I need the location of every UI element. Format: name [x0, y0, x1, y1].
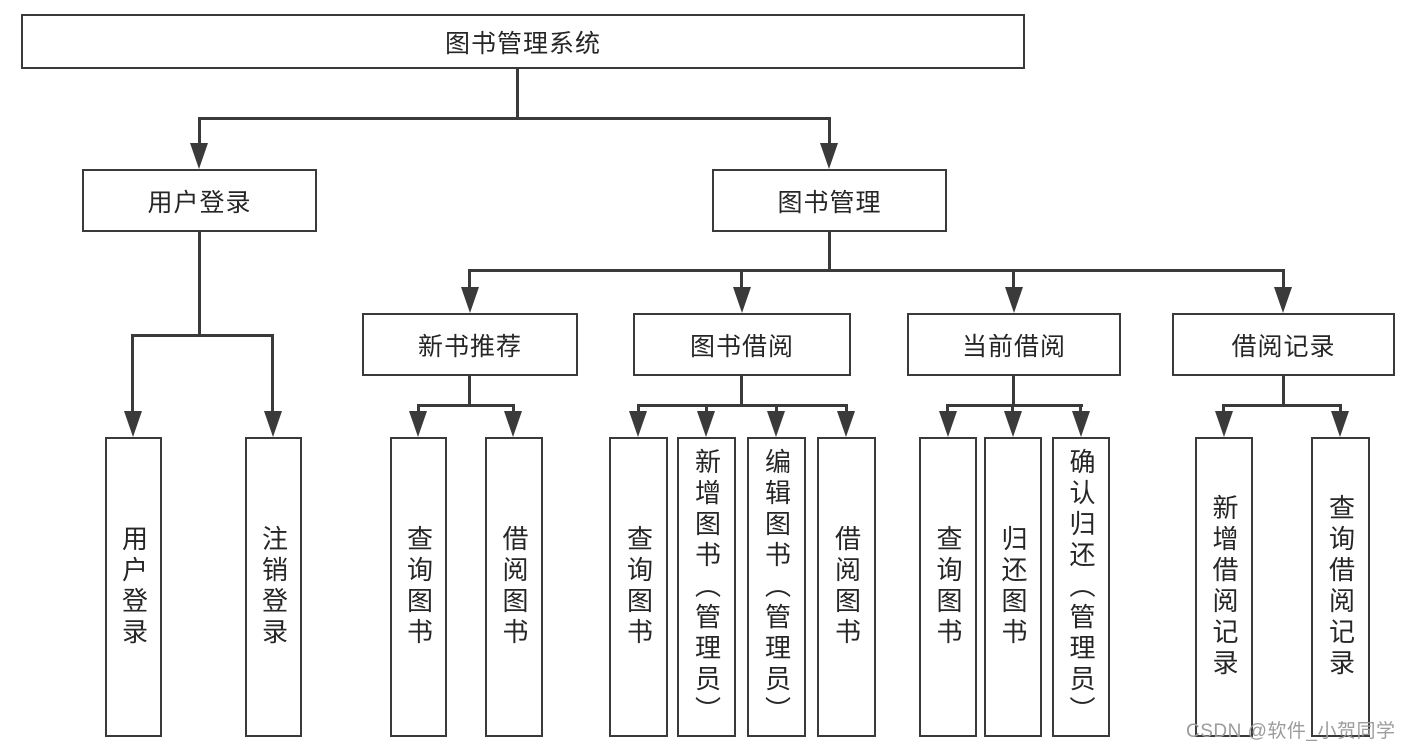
leaf-label: 用户登录: [118, 525, 149, 649]
connector-line: [131, 334, 134, 414]
connector-line: [1222, 404, 1225, 416]
leaf-label: 借阅图书: [831, 525, 862, 649]
leaf-label: 查询图书: [933, 525, 963, 649]
connector-line: [198, 117, 201, 149]
connector-line: [417, 404, 515, 407]
connector-line: [417, 404, 420, 416]
node-add-book-admin: 新增图书（管理员）: [677, 437, 736, 737]
arrow-down-icon: [767, 411, 785, 437]
arrow-down-icon: [190, 143, 208, 169]
node-user-login-leaf: 用户登录: [105, 437, 162, 737]
node-borrow-records: 借阅记录: [1172, 313, 1395, 376]
connector-line: [1339, 404, 1342, 416]
node-book-management: 图书管理: [712, 169, 947, 232]
connector-line: [946, 404, 949, 416]
node-borrow-books-leaf: 借阅图书: [817, 437, 876, 737]
leaf-label: 查询图书: [403, 525, 434, 649]
node-borrow-books-recommend: 借阅图书: [485, 437, 543, 737]
leaf-label: 确认归还（管理员）: [1066, 447, 1096, 727]
arrow-down-icon: [504, 411, 522, 437]
leaf-label: 注销登录: [258, 525, 289, 649]
connector-line: [198, 117, 831, 120]
connector-line: [637, 404, 848, 407]
node-return-book: 归还图书: [984, 437, 1042, 737]
leaf-label: 借阅图书: [499, 525, 529, 649]
node-query-books-recommend: 查询图书: [390, 437, 447, 737]
connector-line: [740, 269, 743, 291]
connector-line: [1079, 404, 1082, 416]
node-user-login: 用户登录: [82, 169, 317, 232]
connector-line: [131, 334, 274, 337]
connector-line: [198, 232, 201, 336]
connector-line: [271, 334, 274, 414]
arrow-down-icon: [1072, 411, 1090, 437]
watermark: CSDN @软件_小贺同学: [1186, 721, 1396, 742]
arrow-down-icon: [837, 411, 855, 437]
arrow-down-icon: [697, 411, 715, 437]
node-root: 图书管理系统: [21, 14, 1025, 69]
node-confirm-return-admin: 确认归还（管理员）: [1052, 437, 1110, 737]
connector-line: [512, 404, 515, 416]
node-current-borrow: 当前借阅: [907, 313, 1121, 376]
node-add-borrow-record: 新增借阅记录: [1195, 437, 1253, 737]
connector-line: [705, 404, 708, 416]
leaf-label: 编辑图书（管理员）: [761, 447, 792, 727]
connector-line: [468, 269, 1285, 272]
connector-line: [775, 404, 778, 416]
arrow-down-icon: [820, 143, 838, 169]
connector-line: [828, 117, 831, 149]
leaf-label: 归还图书: [998, 525, 1028, 649]
node-logout: 注销登录: [245, 437, 302, 737]
arrow-down-icon: [1274, 287, 1292, 313]
connector-line: [1282, 376, 1285, 407]
connector-line: [1011, 404, 1014, 416]
arrow-down-icon: [124, 411, 142, 437]
leaf-label: 新增借阅记录: [1209, 494, 1239, 680]
arrow-down-icon: [1005, 287, 1023, 313]
arrow-down-icon: [629, 411, 647, 437]
connector-line: [1012, 376, 1015, 407]
arrow-down-icon: [1004, 411, 1022, 437]
connector-line: [516, 68, 519, 120]
arrow-down-icon: [409, 411, 427, 437]
node-query-books-current: 查询图书: [919, 437, 977, 737]
node-new-book-recommend: 新书推荐: [362, 313, 578, 376]
node-query-borrow-record: 查询借阅记录: [1311, 437, 1370, 737]
connector-line: [845, 404, 848, 416]
connector-line: [468, 376, 471, 407]
connector-line: [1282, 269, 1285, 291]
leaf-label: 查询图书: [623, 525, 654, 649]
connector-line: [637, 404, 640, 416]
arrow-down-icon: [1331, 411, 1349, 437]
connector-line: [1012, 269, 1015, 291]
connector-line: [1222, 404, 1342, 407]
arrow-down-icon: [1215, 411, 1233, 437]
leaf-label: 新增图书（管理员）: [691, 447, 722, 727]
arrow-down-icon: [939, 411, 957, 437]
arrow-down-icon: [461, 287, 479, 313]
arrow-down-icon: [733, 287, 751, 313]
connector-line: [468, 269, 471, 291]
connector-line: [828, 232, 831, 272]
connector-line: [946, 404, 1083, 407]
arrow-down-icon: [264, 411, 282, 437]
node-query-books-borrow: 查询图书: [609, 437, 668, 737]
node-book-borrow: 图书借阅: [633, 313, 851, 376]
node-edit-book-admin: 编辑图书（管理员）: [747, 437, 806, 737]
connector-line: [740, 376, 743, 407]
leaf-label: 查询借阅记录: [1325, 494, 1356, 680]
